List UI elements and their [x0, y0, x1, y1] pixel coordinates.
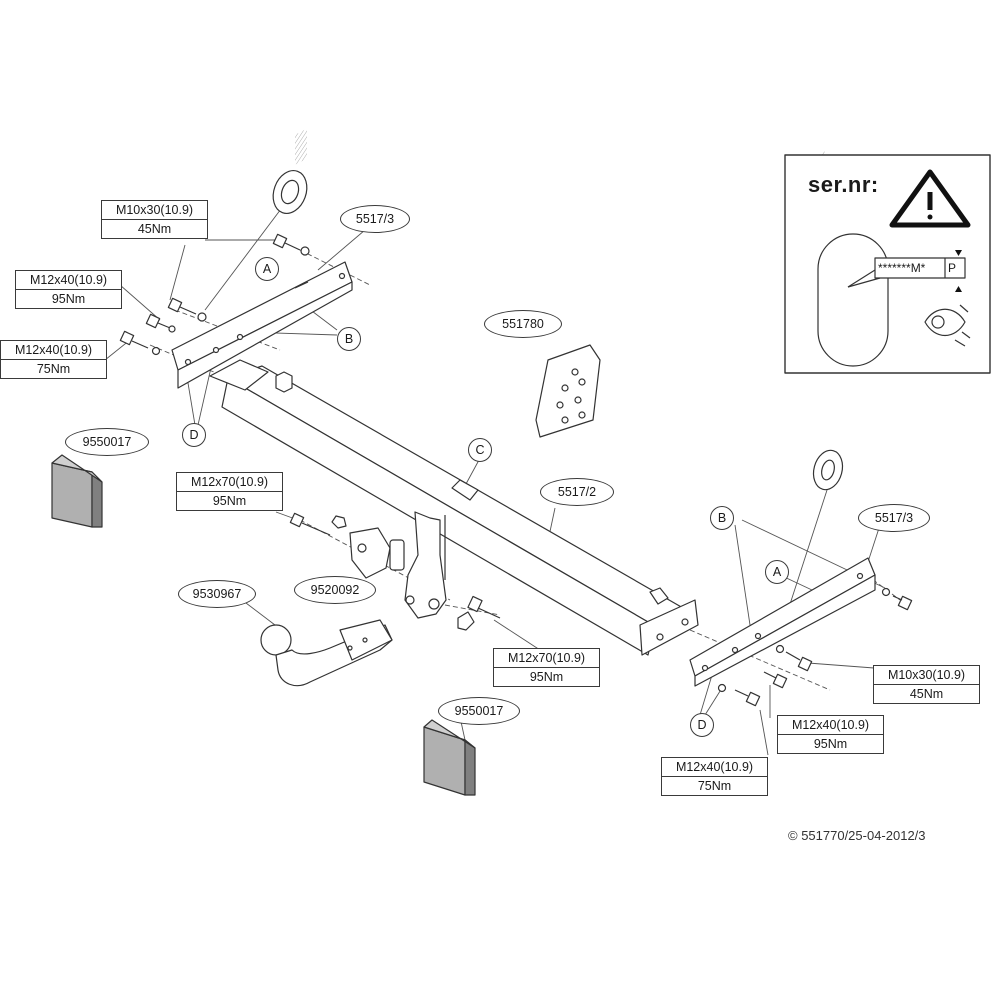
- bolt-torque: 75Nm: [36, 362, 71, 376]
- center-mount: [404, 511, 447, 619]
- serial-code-p: P: [948, 261, 957, 275]
- bolt-torque: 95Nm: [529, 670, 564, 684]
- bolt-torque: 45Nm: [137, 222, 172, 236]
- bolt-torque: 95Nm: [813, 737, 848, 751]
- left-bolts: [119, 233, 310, 356]
- bolt-torque: 95Nm: [212, 494, 247, 508]
- bolt-torque: 75Nm: [697, 779, 732, 793]
- eye-icon: [924, 304, 971, 347]
- spec-m10x30-right: M10x30(10.9) 45Nm: [873, 665, 980, 704]
- large-washer-left: [272, 170, 308, 214]
- bolt-size: M10x30(10.9): [102, 201, 207, 220]
- bolt-size: M12x40(10.9): [662, 758, 767, 777]
- serial-info-box: [784, 154, 991, 374]
- spec-m12x40-95-left: M12x40(10.9) 95Nm: [15, 270, 122, 309]
- code-box: [874, 257, 966, 279]
- bolt-size: M12x40(10.9): [778, 716, 883, 735]
- left-bracket: [171, 128, 353, 389]
- serial-number-title: ser.nr:: [808, 172, 879, 197]
- right-bolts: [717, 587, 913, 707]
- crossbar: [209, 359, 699, 656]
- callout-b-left: B: [337, 327, 361, 351]
- tow-ball: [260, 619, 393, 687]
- part-label-socket-plate: 9520092: [294, 576, 376, 604]
- socket-plate: [349, 527, 405, 579]
- part-label-ball: 9530967: [178, 580, 256, 608]
- serial-code-text: *******M*: [878, 261, 926, 275]
- callout-a-right: A: [765, 560, 789, 584]
- plate-outline: [817, 233, 889, 367]
- spec-m12x40-95-right: M12x40(10.9) 95Nm: [777, 715, 884, 754]
- spec-m12x40-75-left: M12x40(10.9) 75Nm: [0, 340, 107, 379]
- callout-c: C: [468, 438, 492, 462]
- copyright-notice: © 551770/25-04-2012/3: [788, 828, 926, 843]
- part-label-bracket-right: 5517/3: [858, 504, 930, 532]
- bolt-size: M12x70(10.9): [494, 649, 599, 668]
- spec-m12x70-center: M12x70(10.9) 95Nm: [493, 648, 600, 687]
- spec-m12x40-75-right: M12x40(10.9) 75Nm: [661, 757, 768, 796]
- callout-d-left: D: [182, 423, 206, 447]
- callout-b-right: B: [710, 506, 734, 530]
- large-washer-right: [812, 449, 844, 491]
- callout-a-left: A: [255, 257, 279, 281]
- part-label-crossbar: 5517/2: [540, 478, 614, 506]
- callout-d-right: D: [690, 713, 714, 737]
- bolt-size: M12x70(10.9): [177, 473, 282, 492]
- spacer-bottom: [423, 719, 476, 796]
- bolt-size: M10x30(10.9): [874, 666, 979, 685]
- spacer-top: [51, 454, 103, 528]
- bolt-size: M12x40(10.9): [1, 341, 106, 360]
- part-label-spacer-bottom: 9550017: [438, 697, 520, 725]
- bolt-torque: 95Nm: [51, 292, 86, 306]
- spec-m12x70-left: M12x70(10.9) 95Nm: [176, 472, 283, 511]
- spec-m10x30-top-left: M10x30(10.9) 45Nm: [101, 200, 208, 239]
- part-label-spacer-top: 9550017: [65, 428, 149, 456]
- center-bolts: [289, 512, 501, 631]
- part-label-module: 551780: [484, 310, 562, 338]
- bolt-torque: 45Nm: [909, 687, 944, 701]
- part-label-bracket-left: 5517/3: [340, 205, 410, 233]
- bolt-size: M12x40(10.9): [16, 271, 121, 290]
- electronic-module: [535, 344, 601, 438]
